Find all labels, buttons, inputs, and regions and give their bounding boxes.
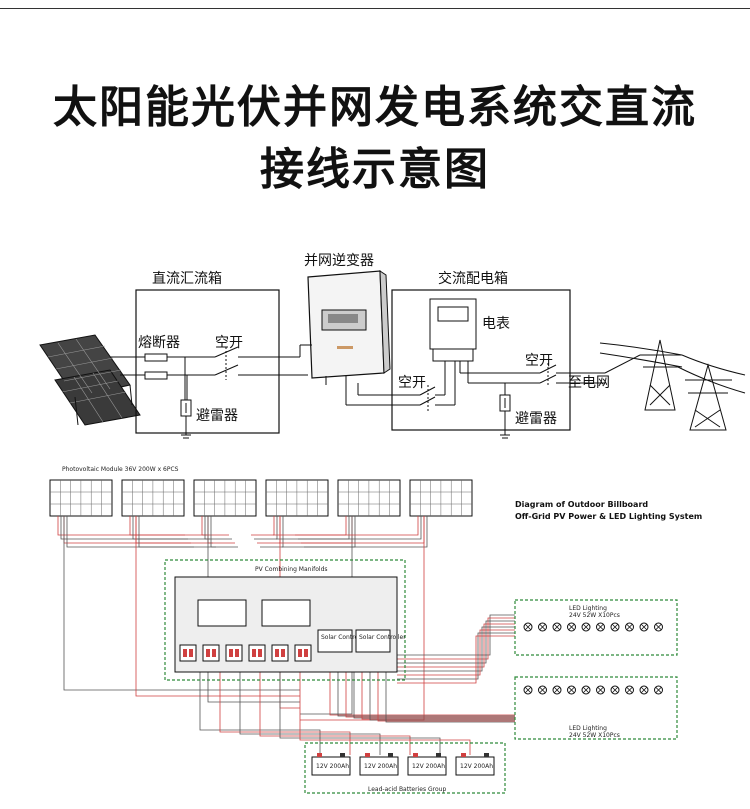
electric-meter bbox=[429, 298, 477, 362]
meter-label: 电表 bbox=[482, 316, 510, 332]
ac-wiring bbox=[405, 354, 641, 439]
grid-tie-wiring-diagram: 直流汇流箱 熔断器 空开 避雷器 并网逆变器 交流配电箱 bbox=[39, 253, 746, 439]
led-top-label-2: 24V 52W X10Pcs bbox=[569, 612, 620, 619]
pv-module-label: Photovoltaic Module 36V 200W x 6PCS bbox=[62, 466, 179, 473]
fuse-1 bbox=[144, 353, 168, 362]
combiner-breakers bbox=[179, 644, 312, 662]
inverter-label: 并网逆变器 bbox=[304, 253, 374, 269]
breaker bbox=[248, 644, 266, 662]
fuse-label: 熔断器 bbox=[138, 335, 180, 351]
battery bbox=[455, 756, 495, 776]
solar-controller-2 bbox=[355, 629, 391, 653]
solar-controller-1 bbox=[317, 629, 353, 653]
controller-2-label: Solar Controller bbox=[359, 634, 406, 641]
dc-arrester-label: 避雷器 bbox=[196, 408, 238, 424]
battery-label: 12V 200Ah bbox=[364, 763, 397, 770]
pv-panel bbox=[409, 479, 473, 517]
led-group-top-boundary bbox=[514, 599, 678, 656]
led-top-label-1: LED Lighting bbox=[569, 605, 607, 612]
battery-group-label: Lead-acid Batteries Group bbox=[368, 786, 446, 793]
battery-group-boundary bbox=[304, 742, 506, 794]
solar-panel-array bbox=[39, 334, 141, 426]
pv-panel bbox=[193, 479, 257, 517]
billboard-offgrid-diagram: Photovoltaic Module 36V 200W x 6PCS Diag… bbox=[49, 466, 702, 794]
power-line-towers bbox=[599, 339, 746, 431]
dc-combiner-box bbox=[135, 289, 280, 434]
ac-inlet-breaker-label: 空开 bbox=[398, 375, 426, 391]
top-border-line bbox=[0, 0, 750, 9]
breaker bbox=[202, 644, 220, 662]
battery-group: 12V 200Ah 12V 200Ah 12V 200Ah 12V 200Ah bbox=[311, 753, 495, 776]
battery-label: 12V 200Ah bbox=[316, 763, 349, 770]
title-line-1: 太阳能光伏并网发电系统交直流 bbox=[53, 82, 697, 133]
pv-combiner-boundary bbox=[164, 559, 406, 681]
battery bbox=[359, 756, 399, 776]
system-title-1: Diagram of Outdoor Billboard bbox=[515, 500, 648, 509]
dc-breaker-label: 空开 bbox=[215, 335, 243, 351]
inverter-wiring bbox=[299, 344, 405, 406]
ac-box-label: 交流配电箱 bbox=[438, 270, 508, 287]
fuse-2 bbox=[144, 371, 168, 380]
ac-distribution-box bbox=[391, 289, 571, 431]
dc-box-label: 直流汇流箱 bbox=[152, 270, 222, 287]
led-lamps-top bbox=[523, 622, 663, 632]
combiner-label: PV Combining Manifolds bbox=[255, 566, 328, 573]
pv-panel bbox=[265, 479, 329, 517]
battery-label: 12V 200Ah bbox=[460, 763, 493, 770]
battery-label: 12V 200Ah bbox=[412, 763, 445, 770]
battery bbox=[311, 756, 351, 776]
wire-bundle bbox=[57, 516, 515, 755]
breaker bbox=[271, 644, 289, 662]
led-bottom-label-1: LED Lighting bbox=[569, 725, 607, 732]
title-line-2: 接线示意图 bbox=[260, 144, 490, 195]
inverter-unit bbox=[307, 270, 391, 387]
pv-panel bbox=[121, 479, 185, 517]
battery bbox=[407, 756, 447, 776]
led-lamps-bottom bbox=[523, 685, 663, 695]
pv-module-row bbox=[49, 479, 473, 517]
controller-1-label: Solar Controller bbox=[321, 634, 368, 641]
dc-wiring bbox=[110, 346, 300, 439]
combiner-module-1 bbox=[197, 599, 247, 627]
breaker bbox=[179, 644, 197, 662]
combiner-module-2 bbox=[261, 599, 311, 627]
led-bottom-label-2: 24V 52W X10Pcs bbox=[569, 732, 620, 739]
breaker bbox=[225, 644, 243, 662]
pv-panel bbox=[49, 479, 113, 517]
ac-arrester-label: 避雷器 bbox=[515, 411, 557, 427]
led-group-bottom-boundary bbox=[514, 676, 678, 740]
ac-main-breaker-label: 空开 bbox=[525, 353, 553, 369]
pv-panel bbox=[337, 479, 401, 517]
breaker bbox=[294, 644, 312, 662]
system-title-2: Off-Grid PV Power & LED Lighting System bbox=[515, 512, 702, 521]
